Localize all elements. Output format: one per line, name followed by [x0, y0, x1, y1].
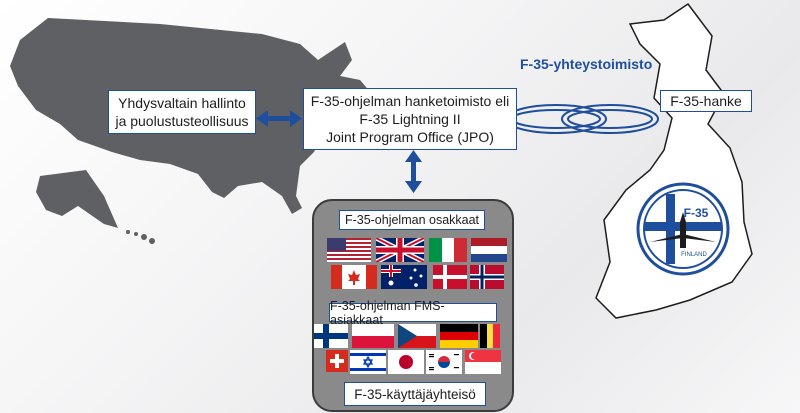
belgium-flag — [480, 324, 500, 348]
us-box-line2: ja puolustusteollisuus — [115, 113, 249, 129]
alaska-map — [36, 170, 118, 228]
us-jpo-arrow — [256, 110, 302, 127]
logo-top-text: F-35 — [684, 206, 709, 220]
hawaii-map — [126, 230, 155, 244]
fms-customers-label: F-35-ohjelman FMS-asiakkaat — [329, 299, 497, 327]
jpo-box-line3: Joint Program Office (JPO) — [326, 129, 494, 145]
uk-flag — [376, 238, 424, 262]
f35-project-label: F-35-hanke — [670, 93, 742, 109]
liaison-rings — [505, 104, 659, 134]
jpo-community-arrow — [405, 150, 422, 193]
switzerland-flag — [326, 350, 348, 372]
poland-flag — [352, 324, 394, 348]
jpo-box-line2: F-35 Lightning II — [359, 111, 461, 127]
germany-flag — [440, 324, 478, 348]
south-korea-flag — [426, 350, 462, 374]
jpo-box: F-35-ohjelman hanketoimisto eli F-35 Lig… — [303, 88, 517, 150]
norway-flag — [470, 265, 504, 289]
us-box-line1: Yhdysvaltain hallinto — [118, 95, 246, 111]
liaison-office-label: F-35-yhteystoimisto — [520, 56, 653, 72]
australia-flag — [381, 265, 427, 289]
us-government-box: Yhdysvaltain hallinto ja puolustusteolli… — [108, 90, 256, 134]
israel-flag — [350, 350, 386, 374]
f35-finland-logo: F-35 FINLAND — [636, 182, 730, 276]
czech-flag — [398, 324, 436, 348]
usa-flag — [327, 238, 371, 262]
user-community-label: F-35-käyttäjäyhteisö — [344, 382, 486, 406]
logo-bottom-text: FINLAND — [681, 252, 707, 258]
jpo-box-line1: F-35-ohjelman hanketoimisto eli — [310, 93, 510, 109]
italy-flag — [429, 238, 467, 262]
finland-flag — [314, 324, 348, 348]
partners-label: F-35-ohjelman osakkaat — [339, 210, 485, 230]
f35-project-box: F-35-hanke — [660, 90, 752, 112]
netherlands-flag — [471, 238, 507, 262]
singapore-flag — [465, 350, 501, 374]
denmark-flag — [433, 265, 467, 289]
canada-flag — [331, 265, 377, 289]
japan-flag — [388, 350, 424, 374]
